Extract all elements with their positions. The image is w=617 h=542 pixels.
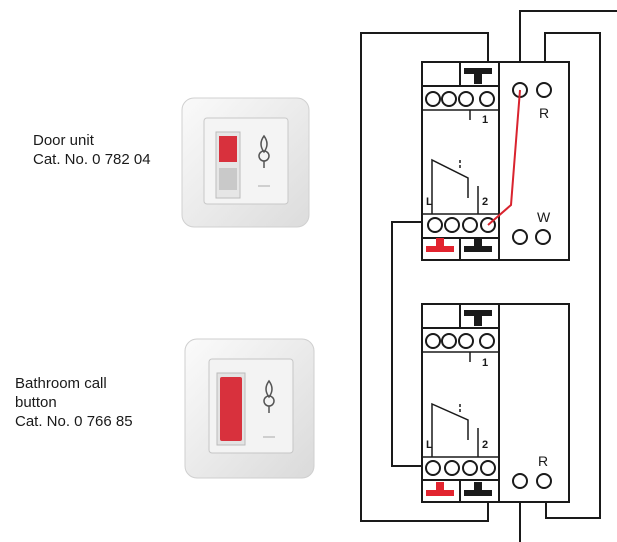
module2-terminal-1: 1 (482, 357, 488, 369)
module1-terminal-2: 2 (482, 196, 488, 208)
module2-label-r: R (538, 453, 548, 469)
door-unit-title: Door unit (33, 132, 94, 149)
module1-terminal-L: L (426, 196, 433, 208)
bathroom-button-caption: Bathroom call button Cat. No. 0 766 85 (15, 374, 133, 431)
incoming-wire-top (519, 10, 617, 84)
live-wire (487, 89, 521, 226)
bathroom-button-title-line1: Bathroom call (15, 375, 107, 392)
module-2 (421, 303, 570, 503)
bathroom-button-image (183, 337, 316, 480)
bathroom-button-catalog-number: Cat. No. 0 766 85 (15, 413, 133, 430)
bathroom-button-title-line2: button (15, 394, 57, 411)
module2-terminal-L: L (426, 439, 433, 451)
door-unit-catalog-number: Cat. No. 0 782 04 (33, 151, 151, 168)
outer-loop-wire (360, 32, 489, 522)
module-1 (421, 61, 570, 261)
door-unit-image (180, 96, 311, 229)
door-unit-caption: Door unit Cat. No. 0 782 04 (33, 131, 151, 169)
module1-terminal-1: 1 (482, 114, 488, 126)
module2-terminal-2: 2 (482, 439, 488, 451)
r-wire-top (544, 32, 601, 519)
module1-label-w: W (537, 209, 551, 225)
module1-label-r: R (539, 105, 549, 121)
l-jumper-wire (391, 221, 435, 467)
